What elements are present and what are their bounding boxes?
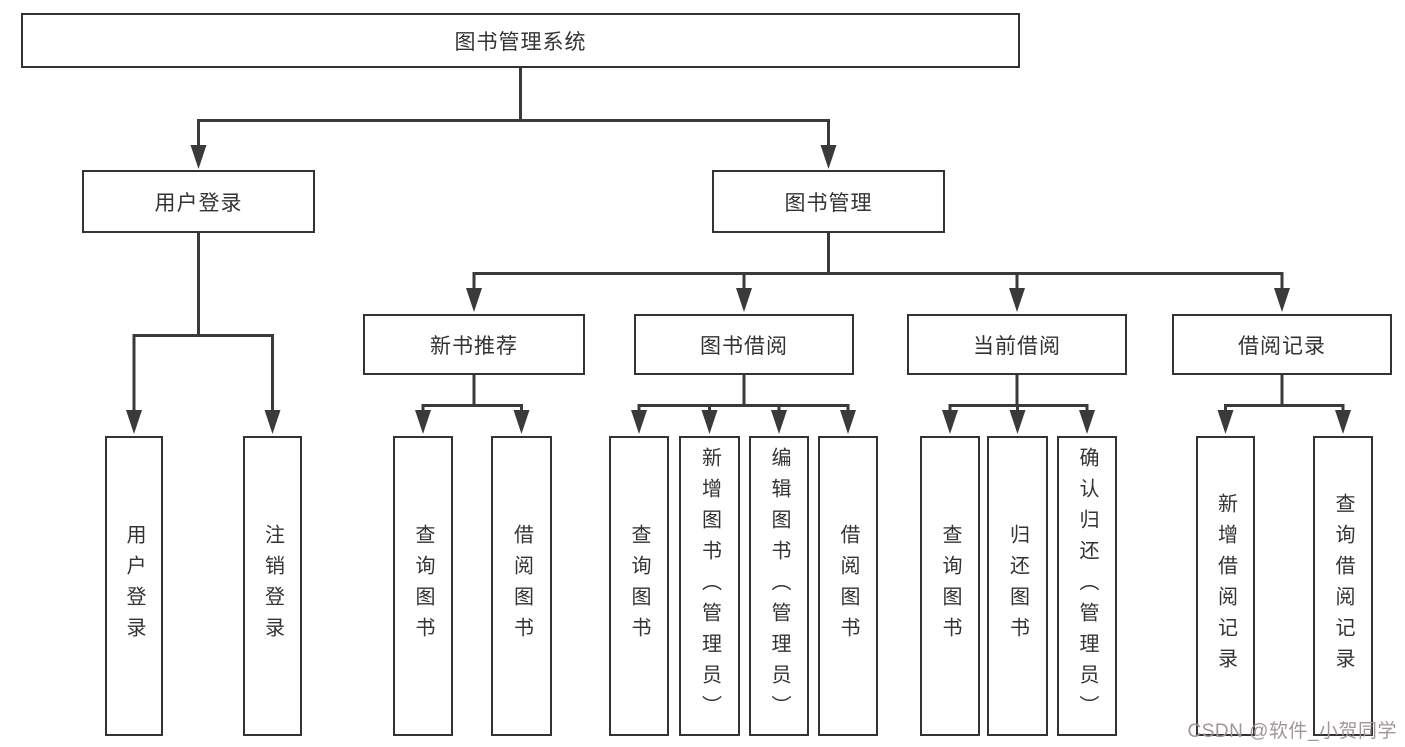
leaf-borrow-books-1-label: 借阅图书	[510, 524, 533, 648]
leaf-confirm-return-admin: 确认归还（管理员）	[1057, 436, 1117, 736]
node-user-login: 用户登录	[82, 170, 315, 233]
leaf-add-borrow-record: 新增借阅记录	[1196, 436, 1255, 736]
node-user-login-label: 用户登录	[154, 191, 243, 215]
leaf-return-book: 归还图书	[987, 436, 1048, 736]
node-root-label: 图书管理系统	[454, 30, 587, 54]
leaf-add-book-admin: 新增图书（管理员）	[679, 436, 740, 736]
leaf-query-borrow-record-label: 查询借阅记录	[1332, 493, 1354, 679]
leaf-query-books-3-label: 查询图书	[939, 524, 961, 648]
leaf-query-books-1: 查询图书	[393, 436, 453, 736]
node-current-borrowing: 当前借阅	[907, 314, 1127, 375]
leaf-user-login-label: 用户登录	[123, 524, 145, 648]
leaf-add-book-admin-label: 新增图书（管理员）	[698, 446, 721, 726]
leaf-return-book-label: 归还图书	[1006, 524, 1029, 648]
leaf-borrow-books-2-label: 借阅图书	[837, 524, 859, 648]
leaf-logout-label: 注销登录	[261, 524, 284, 648]
leaf-add-borrow-record-label: 新增借阅记录	[1214, 493, 1237, 679]
node-new-book-recommend: 新书推荐	[363, 314, 585, 375]
node-borrowing-records: 借阅记录	[1172, 314, 1392, 375]
leaf-edit-book-admin: 编辑图书（管理员）	[749, 436, 809, 736]
leaf-query-books-1-label: 查询图书	[412, 524, 434, 648]
leaf-edit-book-admin-label: 编辑图书（管理员）	[768, 446, 790, 726]
node-root-system: 图书管理系统	[21, 13, 1020, 68]
leaf-logout: 注销登录	[243, 436, 302, 736]
leaf-query-borrow-record: 查询借阅记录	[1313, 436, 1373, 736]
arrowheads	[126, 145, 1351, 434]
node-book-borrowing: 图书借阅	[634, 314, 854, 375]
node-new-book-recommend-label: 新书推荐	[430, 334, 518, 358]
node-borrowing-records-label: 借阅记录	[1238, 334, 1326, 358]
leaf-borrow-books-2: 借阅图书	[818, 436, 878, 736]
leaf-query-books-3: 查询图书	[920, 436, 980, 736]
node-book-borrowing-label: 图书借阅	[700, 334, 788, 358]
leaf-confirm-return-admin-label: 确认归还（管理员）	[1076, 446, 1098, 726]
node-current-borrowing-label: 当前借阅	[973, 334, 1061, 358]
leaf-query-books-2-label: 查询图书	[628, 524, 650, 648]
leaf-query-books-2: 查询图书	[609, 436, 669, 736]
leaf-user-login: 用户登录	[105, 436, 163, 736]
node-book-management: 图书管理	[712, 170, 945, 233]
csdn-watermark: CSDN @软件_小贺同学	[1187, 721, 1397, 742]
leaf-borrow-books-1: 借阅图书	[491, 436, 552, 736]
node-book-management-label: 图书管理	[784, 191, 873, 215]
